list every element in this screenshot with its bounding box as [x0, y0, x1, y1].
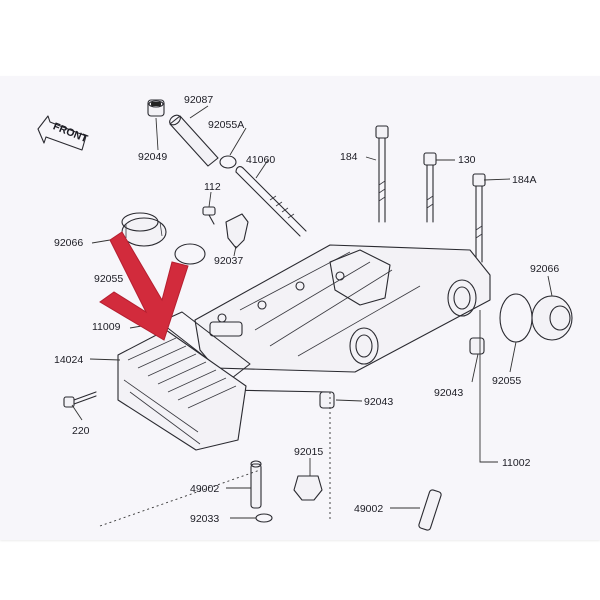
- part-41060-shaft: [235, 166, 307, 237]
- highlight-arrow: [99, 231, 189, 341]
- label-11009: 11009: [92, 321, 121, 333]
- label-112: 112: [204, 181, 221, 193]
- label-184: 184: [340, 151, 358, 163]
- label-92055a: 92055A: [208, 119, 244, 131]
- part-220-screw: [63, 391, 97, 408]
- label-92049: 92049: [138, 151, 167, 163]
- part-92037-clip: [225, 213, 249, 249]
- bolt-184a: [472, 173, 486, 263]
- parts-diagram: FRONT: [37, 94, 573, 531]
- front-badge-label: FRONT: [51, 120, 90, 145]
- diagram-sheet: FRONT: [0, 76, 600, 540]
- label-92043-right: 92043: [434, 387, 463, 399]
- part-labels: 92087 92055A 92049 41060 184 130 184A 11…: [54, 94, 559, 525]
- part-92055a-oring: [219, 155, 237, 169]
- part-92043-center-cap: [319, 391, 335, 409]
- label-41060: 41060: [246, 154, 275, 166]
- part-92043-right-cap: [469, 337, 485, 355]
- label-92066-left: 92066: [54, 237, 83, 249]
- label-92066-right: 92066: [530, 263, 559, 275]
- part-112-screw: [202, 206, 216, 225]
- bolt-184: [375, 125, 389, 223]
- label-184a: 184A: [512, 174, 537, 186]
- label-92037: 92037: [214, 255, 243, 267]
- part-92066-right-plug: [531, 295, 573, 341]
- label-92055-right: 92055: [492, 375, 521, 387]
- part-92049-bushing: [147, 99, 165, 117]
- label-130: 130: [458, 154, 476, 166]
- part-49002-left-tappet: [250, 460, 262, 509]
- label-92033: 92033: [190, 513, 219, 525]
- part-92055-right-oring: [499, 293, 533, 343]
- cylinder-head-11002: [194, 244, 491, 393]
- part-92015-nut: [293, 475, 323, 501]
- label-11002: 11002: [502, 457, 531, 469]
- label-92043-center: 92043: [364, 396, 393, 408]
- front-direction-badge: FRONT: [37, 115, 90, 151]
- label-49002-left: 49002: [190, 483, 219, 495]
- part-49002-right-tappet: [418, 489, 442, 531]
- label-92087: 92087: [184, 94, 213, 106]
- label-49002-right: 49002: [354, 503, 383, 515]
- part-92055-left-oring: [174, 243, 206, 265]
- part-92087-pin: [169, 114, 219, 167]
- label-14024: 14024: [54, 354, 83, 366]
- part-92066-left-plug: [121, 212, 167, 247]
- part-92033-washer: [255, 513, 273, 523]
- label-220: 220: [72, 425, 90, 437]
- label-92055-left: 92055: [94, 273, 123, 285]
- bolt-130: [423, 152, 437, 223]
- label-92015: 92015: [294, 446, 323, 458]
